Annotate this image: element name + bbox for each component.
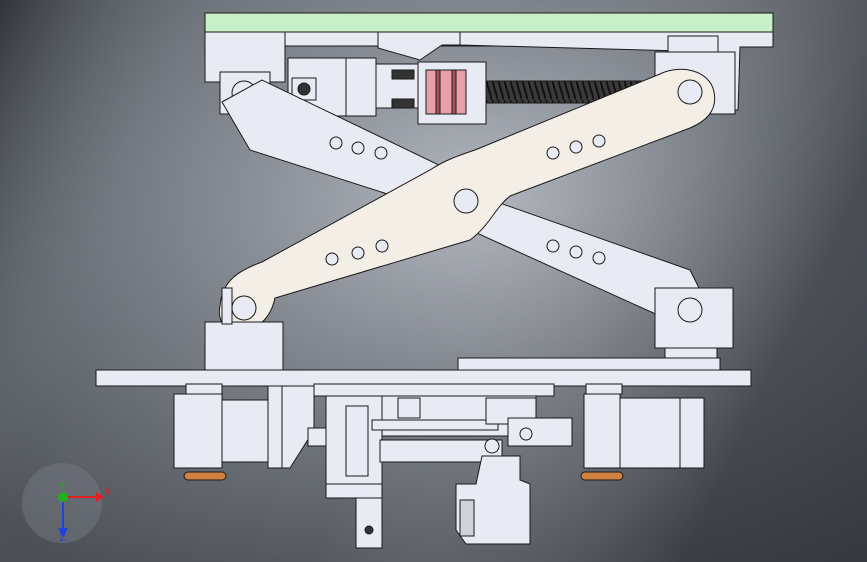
triad-z-label: Z <box>59 533 66 544</box>
rear-arm-bolt <box>546 239 560 253</box>
right-arm-link <box>507 417 573 447</box>
left-bracket-slot <box>345 405 369 477</box>
coupling-groove-2 <box>451 69 457 115</box>
right-motor-end <box>679 397 705 469</box>
left-motor-mount <box>185 383 223 395</box>
coupling <box>425 69 467 115</box>
scissor-lift-model[interactable] <box>95 12 774 549</box>
triad-y-axis-icon <box>58 492 68 502</box>
rear-arm-bolt <box>374 146 388 160</box>
center-pivot-pin <box>453 188 479 214</box>
gear-link <box>379 439 503 463</box>
shaft-stub <box>307 427 327 447</box>
bottom-left-post <box>221 287 233 325</box>
triad-z-arrow-icon <box>58 528 68 537</box>
rear-arm-bolt <box>569 245 583 259</box>
bottom-rail <box>457 357 721 371</box>
top-plate <box>204 12 774 33</box>
left-motor-flange <box>173 393 223 469</box>
bottom-left-block <box>204 321 284 371</box>
left-bracket-tab <box>355 497 383 549</box>
gear-rack <box>371 419 499 431</box>
motor-encoder-icon <box>297 82 311 96</box>
left-support-web <box>281 385 315 469</box>
gearbox <box>345 57 377 117</box>
bottom-right-pin <box>677 297 703 323</box>
front-arm-bolt <box>325 252 339 266</box>
bottom-left-pin <box>231 295 257 321</box>
top-mid-bracket <box>377 31 461 61</box>
right-motor-body <box>619 397 681 469</box>
orientation-triad[interactable]: X Y Z <box>22 463 111 544</box>
top-right-pin <box>677 79 703 105</box>
left-tab-hole <box>364 525 374 535</box>
right-hook-slot <box>459 499 475 537</box>
center-mech-plate <box>313 383 555 397</box>
triad-x-label: X <box>104 487 111 498</box>
front-arm-bolt <box>592 134 606 148</box>
left-motor-end <box>267 385 283 469</box>
rear-arm-bolt <box>329 136 343 150</box>
front-arm-bolt <box>569 140 583 154</box>
right-motor-mount <box>585 383 623 395</box>
left-motor-body <box>221 399 269 463</box>
top-right-bracket <box>459 31 774 111</box>
coupling-groove-1 <box>435 69 441 115</box>
left-foot-pad <box>183 471 227 481</box>
triad-y-label: Y <box>58 481 66 492</box>
right-motor-flange <box>583 393 621 469</box>
front-arm-bolt <box>546 146 560 160</box>
rear-arm-bolt <box>351 141 365 155</box>
shaft-window-bottom <box>391 98 415 109</box>
right-arm-bolt <box>519 427 533 441</box>
right-bracket-bolt <box>484 438 500 454</box>
shaft-window-top <box>391 69 415 80</box>
left-bracket-foot <box>325 483 383 499</box>
right-foot-pad <box>580 471 624 481</box>
gear-block <box>397 397 421 419</box>
front-arm-bolt <box>375 239 389 253</box>
front-arm-bolt <box>351 246 365 260</box>
rear-arm-bolt <box>592 251 606 265</box>
triad-x-arrow-icon <box>96 492 104 502</box>
